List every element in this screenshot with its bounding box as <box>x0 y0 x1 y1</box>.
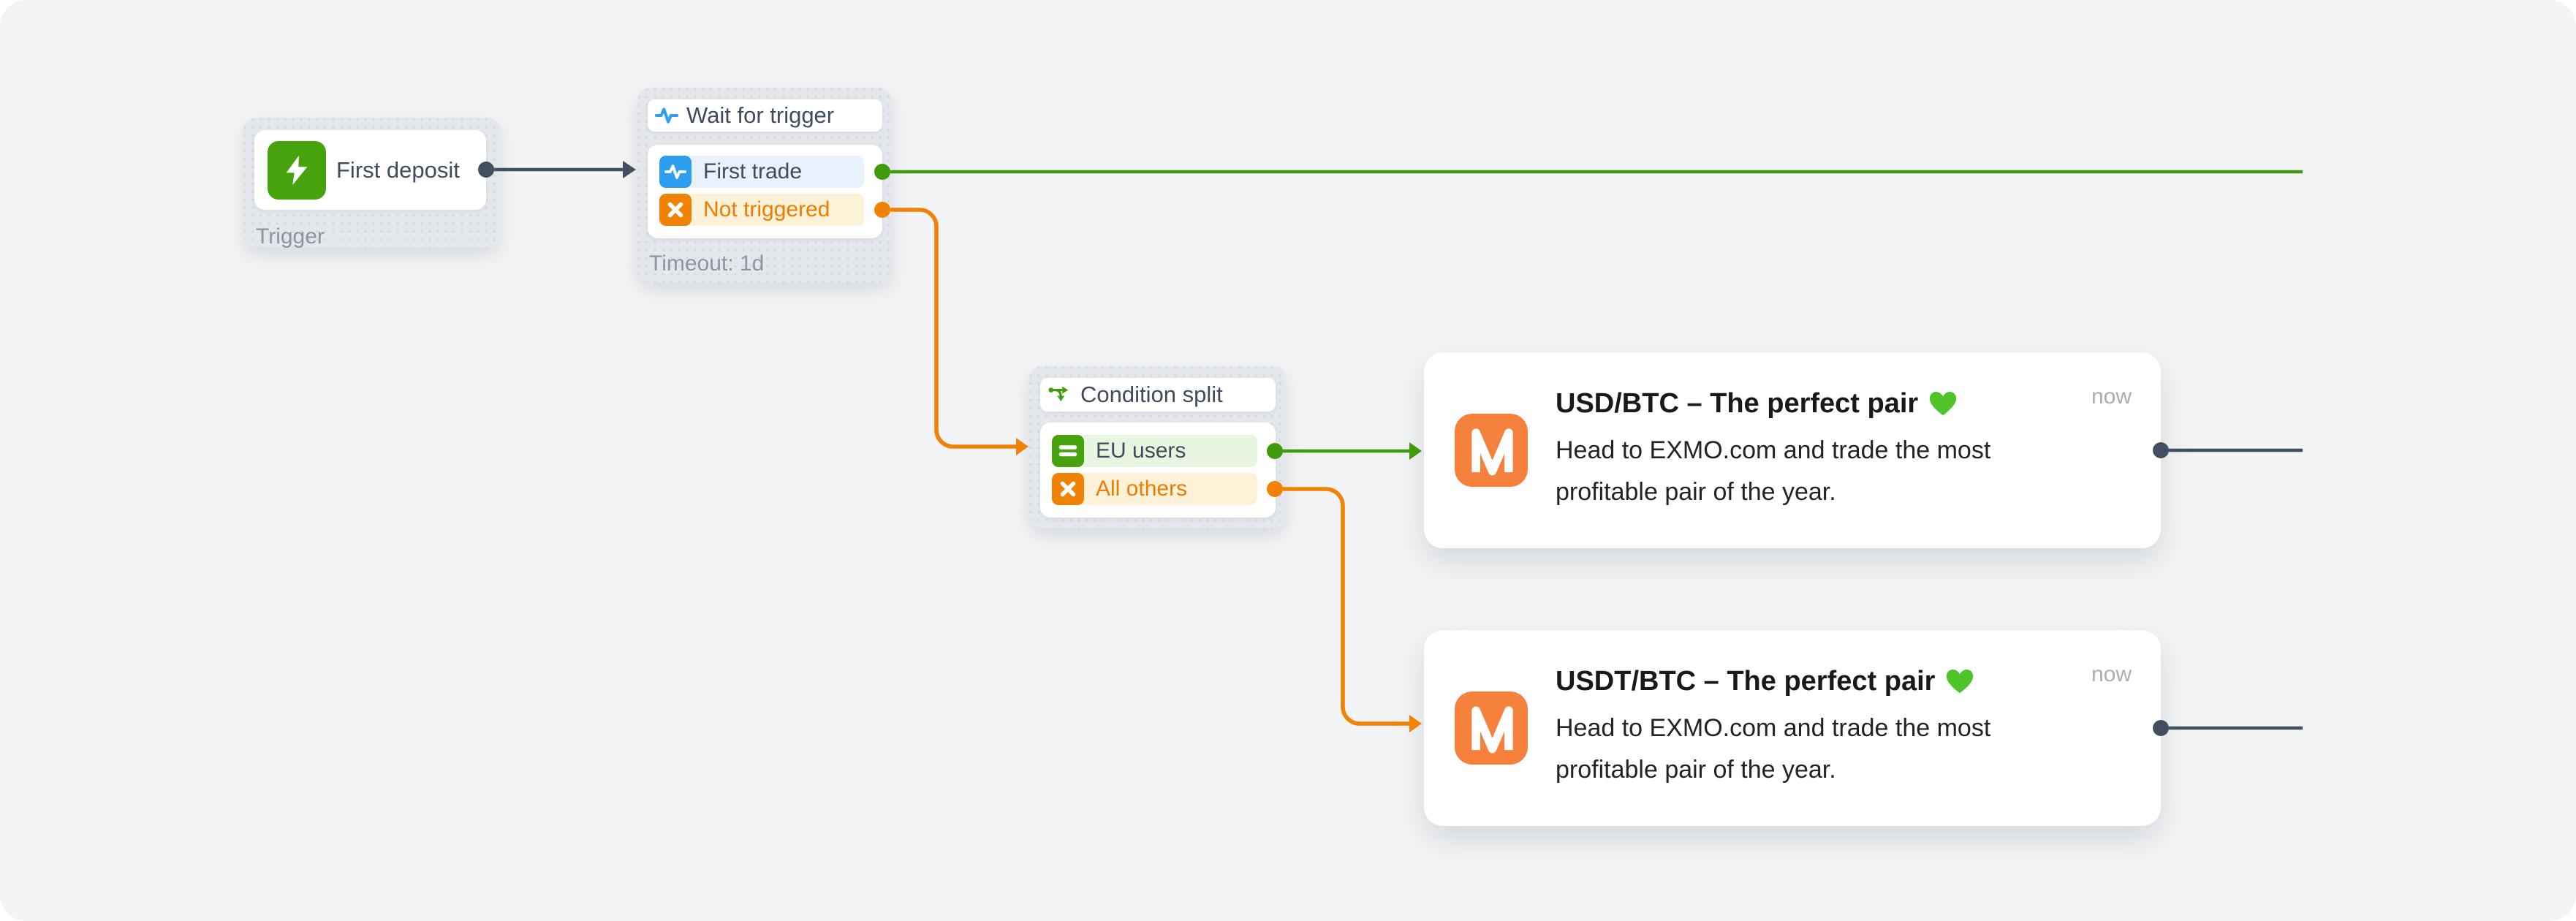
trigger-card[interactable]: First deposit <box>254 130 486 210</box>
split-arrows-icon <box>1048 384 1072 405</box>
x-icon <box>1052 473 1084 505</box>
trigger-category-label: Trigger <box>256 224 325 249</box>
condition-node-title: Condition split <box>1080 382 1223 407</box>
push-card-text: USDT/BTC – The perfect pair Head to EXMO… <box>1556 666 2060 791</box>
wire-all-others-to-card2 <box>1283 487 1409 726</box>
branch-label: Not triggered <box>703 197 830 221</box>
push-title: USDT/BTC – The perfect pair <box>1556 665 1936 697</box>
push-title: USD/BTC – The perfect pair <box>1556 387 1919 419</box>
node-first-deposit[interactable]: First deposit Trigger <box>243 118 500 249</box>
push-card-usd-btc[interactable]: USD/BTC – The perfect pair Head to EXMO.… <box>1424 352 2161 548</box>
branch-first-trade[interactable]: First trade <box>659 156 864 188</box>
pulse-icon <box>655 107 678 124</box>
trigger-node-title: First deposit <box>336 156 460 183</box>
arrowhead-icon <box>623 161 636 178</box>
push-card-usdt-btc[interactable]: USDT/BTC – The perfect pair Head to EXMO… <box>1424 630 2161 826</box>
push-body: Head to EXMO.com and trade the most prof… <box>1556 713 1991 784</box>
equals-icon <box>1052 435 1084 467</box>
branch-label: First trade <box>703 159 803 183</box>
branch-not-triggered[interactable]: Not triggered <box>659 194 864 226</box>
m-logo-icon <box>1455 691 1528 765</box>
push-body: Head to EXMO.com and trade the most prof… <box>1556 436 1991 506</box>
wait-node-body: First trade Not triggered <box>648 145 882 238</box>
m-logo-icon <box>1455 414 1528 487</box>
branch-label: EU users <box>1096 439 1186 463</box>
push-timestamp: now <box>2091 384 2132 409</box>
push-card-text: USD/BTC – The perfect pair Head to EXMO.… <box>1556 388 2060 513</box>
wait-node-title: Wait for trigger <box>686 102 835 128</box>
branch-all-others[interactable]: All others <box>1052 473 1257 505</box>
green-heart-emoji <box>1945 668 1974 695</box>
wait-node-header[interactable]: Wait for trigger <box>648 99 882 132</box>
push-timestamp: now <box>2091 662 2132 686</box>
arrowhead-icon <box>1409 442 1422 460</box>
arrowhead-icon <box>1016 438 1028 455</box>
branch-eu-users[interactable]: EU users <box>1052 435 1257 467</box>
arrowhead-icon <box>1409 715 1422 732</box>
node-condition-split[interactable]: Condition split EU users All others <box>1029 366 1286 528</box>
x-icon <box>659 194 692 226</box>
node-wait-for-trigger[interactable]: Wait for trigger First trade Not trigger… <box>637 88 892 283</box>
condition-node-header[interactable]: Condition split <box>1040 378 1276 412</box>
pulse-icon <box>659 156 692 188</box>
branch-label: All others <box>1096 477 1188 501</box>
wire-not-triggered-to-condition <box>890 208 1016 449</box>
green-heart-emoji <box>1928 390 1958 417</box>
lightning-icon <box>268 140 326 200</box>
wait-timeout-label: Timeout: 1d <box>649 251 765 276</box>
condition-node-body: EU users All others <box>1040 422 1276 518</box>
